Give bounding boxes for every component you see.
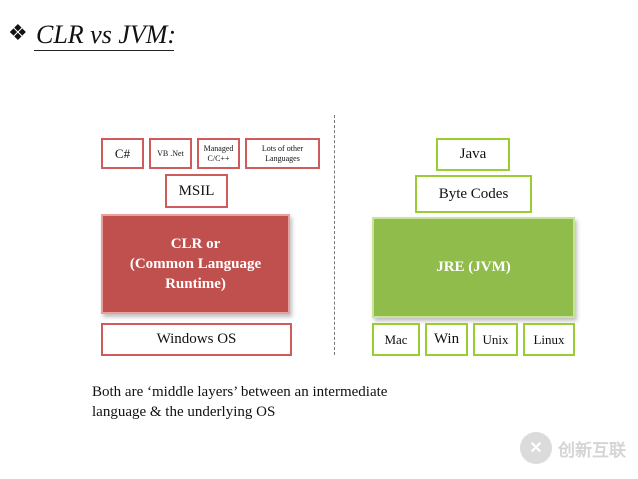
logo-icon: ✕ (520, 432, 552, 464)
lang-csharp-label: C# (114, 145, 131, 161)
jre-box: JRE (JVM) (372, 217, 575, 318)
lang-vbnet-label: VB .Net (157, 148, 184, 158)
divider (334, 115, 335, 355)
platform-win: Win (425, 323, 468, 356)
lang-managed-cpp-label: Managed C/C++ (203, 143, 234, 163)
msil-box: MSIL (165, 174, 228, 208)
platform-linux-label: Linux (533, 331, 565, 347)
windows-os-box: Windows OS (101, 323, 292, 356)
platform-win-label: Win (433, 331, 460, 347)
bytecode-box: Byte Codes (415, 175, 532, 213)
clr-line1: CLR or (170, 236, 221, 252)
java-box: Java (436, 138, 510, 171)
windows-os-label: Windows OS (156, 331, 237, 347)
caption-line2: language & the underlying OS (92, 404, 276, 420)
msil-label: MSIL (178, 182, 215, 199)
slide-title: CLR vs JVM: (36, 20, 177, 49)
bytecode-label: Byte Codes (438, 185, 509, 202)
lang-other-label: Lots of other Languages (261, 143, 304, 163)
clr-line3: Runtime) (165, 276, 226, 292)
lang-csharp: C# (101, 138, 144, 169)
lang-other: Lots of other Languages (245, 138, 320, 169)
caption: Both are ‘middle layers’ between an inte… (92, 382, 387, 422)
clr-line2: (Common Language (129, 256, 262, 272)
lang-vbnet: VB .Net (149, 138, 192, 169)
platform-linux: Linux (523, 323, 575, 356)
watermark: ✕ 创新互联 (520, 432, 626, 464)
lang-managed-cpp: Managed C/C++ (197, 138, 240, 169)
title-underline (34, 50, 174, 51)
title-bullet-icon: ❖ (8, 20, 28, 45)
clr-box: CLR or (Common Language Runtime) (101, 214, 290, 314)
watermark-text: 创新互联 (558, 440, 626, 461)
platform-unix-label: Unix (482, 331, 509, 347)
jre-label: JRE (JVM) (436, 259, 511, 275)
java-label: Java (459, 146, 487, 162)
platform-mac: Mac (372, 323, 420, 356)
platform-mac-label: Mac (384, 331, 408, 347)
platform-unix: Unix (473, 323, 518, 356)
caption-line1: Both are ‘middle layers’ between an inte… (92, 384, 388, 400)
